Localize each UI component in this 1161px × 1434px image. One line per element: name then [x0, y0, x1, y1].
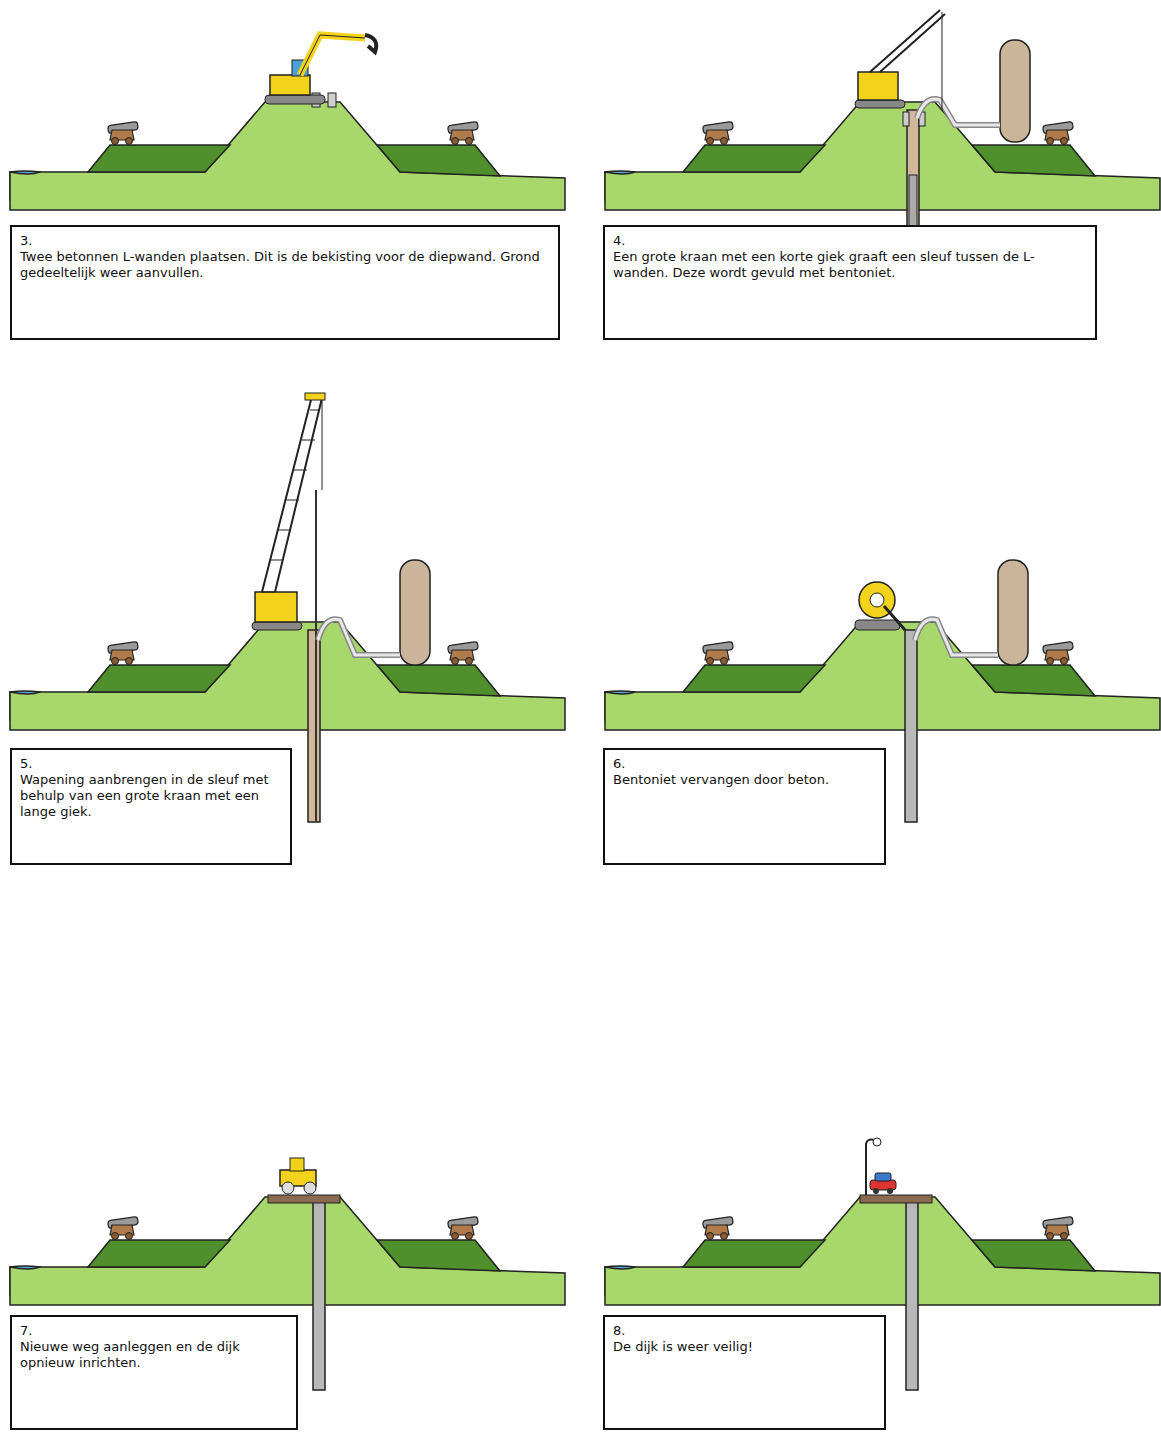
step-number: 6. — [613, 756, 876, 772]
caption-box: 6.Bentoniet vervangen door beton. — [603, 748, 886, 865]
caption-box: 4.Een grote kraan met een korte giek gra… — [603, 225, 1097, 340]
step-number: 3. — [20, 233, 550, 249]
step-number: 8. — [613, 1323, 876, 1339]
step-description: Bentoniet vervangen door beton. — [613, 772, 876, 788]
step-description: Een grote kraan met een korte giek graaf… — [613, 249, 1087, 281]
step-description: Wapening aanbrengen in de sleuf met behu… — [20, 772, 282, 820]
step-description: Nieuwe weg aanleggen en de dijk opnieuw … — [20, 1339, 288, 1371]
step-number: 7. — [20, 1323, 288, 1339]
step-number: 4. — [613, 233, 1087, 249]
step-description: De dijk is weer veilig! — [613, 1339, 876, 1355]
caption-box: 3.Twee betonnen L-wanden plaatsen. Dit i… — [10, 225, 560, 340]
step-number: 5. — [20, 756, 282, 772]
caption-box: 5.Wapening aanbrengen in de sleuf met be… — [10, 748, 292, 865]
step-description: Twee betonnen L-wanden plaatsen. Dit is … — [20, 249, 550, 281]
caption-box: 7.Nieuwe weg aanleggen en de dijk opnieu… — [10, 1315, 298, 1430]
caption-box: 8.De dijk is weer veilig! — [603, 1315, 886, 1430]
panel-3-scene — [10, 35, 565, 210]
